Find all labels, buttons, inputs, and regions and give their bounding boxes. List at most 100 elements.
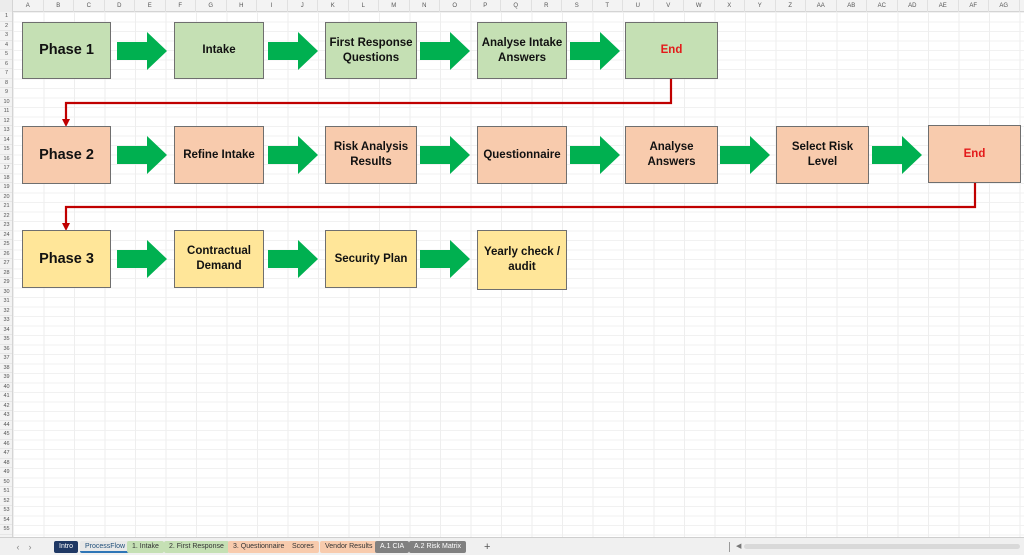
tab-processflow[interactable]: ProcessFlow bbox=[80, 541, 131, 553]
row-header-cell[interactable]: 47 bbox=[0, 449, 12, 459]
row-header-cell[interactable]: 41 bbox=[0, 392, 12, 402]
column-header-cell[interactable]: H bbox=[227, 0, 257, 12]
column-header-cell[interactable]: R bbox=[532, 0, 562, 12]
row-header-cell[interactable]: 12 bbox=[0, 117, 12, 126]
tab-scores[interactable]: Scores bbox=[287, 541, 319, 553]
row-header-cell[interactable]: 8 bbox=[0, 79, 12, 88]
row-header-cell[interactable]: 16 bbox=[0, 155, 12, 164]
row-header-cell[interactable]: 46 bbox=[0, 440, 12, 449]
row-header-cell[interactable]: 50 bbox=[0, 478, 12, 487]
row-header-cell[interactable]: 14 bbox=[0, 136, 12, 145]
row-header-cell[interactable]: 19 bbox=[0, 183, 12, 193]
row-header-cell[interactable]: 39 bbox=[0, 373, 12, 383]
row-header-cell[interactable]: 55 bbox=[0, 525, 12, 535]
column-header-cell[interactable]: Y bbox=[745, 0, 776, 12]
tab-intake[interactable]: 1. Intake bbox=[127, 541, 164, 553]
row-header-cell[interactable]: 27 bbox=[0, 259, 12, 269]
row-header-cell[interactable]: 26 bbox=[0, 250, 12, 259]
analyse-intake-answers-box[interactable]: Analyse Intake Answers bbox=[477, 22, 567, 79]
column-header-cell[interactable]: C bbox=[74, 0, 105, 12]
column-header-cell[interactable]: O bbox=[440, 0, 471, 12]
row-header-cell[interactable]: 15 bbox=[0, 145, 12, 155]
row-header-cell[interactable]: 20 bbox=[0, 193, 12, 202]
column-header-cell[interactable]: AC bbox=[867, 0, 898, 12]
tab-questionnaire[interactable]: 3. Questionnaire bbox=[228, 541, 290, 553]
column-header-cell[interactable]: E bbox=[135, 0, 166, 12]
row-header-cell[interactable]: 54 bbox=[0, 516, 12, 525]
row-header-cell[interactable]: 31 bbox=[0, 297, 12, 307]
prev-sheet-icon[interactable]: ‹ bbox=[16, 542, 20, 552]
row-header-cell[interactable]: 32 bbox=[0, 307, 12, 316]
phase2-box[interactable]: Phase 2 bbox=[22, 126, 111, 184]
row-header-cell[interactable]: 7 bbox=[0, 69, 12, 79]
intake-box[interactable]: Intake bbox=[174, 22, 264, 79]
column-header-cell[interactable]: V bbox=[654, 0, 684, 12]
column-header-cell[interactable]: B bbox=[44, 0, 74, 12]
row-header-cell[interactable]: 23 bbox=[0, 221, 12, 231]
column-header-cell[interactable]: Z bbox=[776, 0, 806, 12]
column-header-cell[interactable]: AH bbox=[1020, 0, 1024, 12]
column-header-cell[interactable]: M bbox=[379, 0, 410, 12]
row-header-cell[interactable]: 9 bbox=[0, 88, 12, 98]
security-plan-box[interactable]: Security Plan bbox=[325, 230, 417, 288]
row-header-cell[interactable]: 17 bbox=[0, 164, 12, 174]
tab-intro[interactable]: Intro bbox=[54, 541, 79, 553]
row-header-cell[interactable]: 24 bbox=[0, 231, 12, 240]
column-header-cell[interactable]: N bbox=[410, 0, 440, 12]
column-header-cell[interactable]: AB bbox=[837, 0, 867, 12]
row-header-cell[interactable]: 4 bbox=[0, 41, 12, 50]
row-header-cell[interactable]: 43 bbox=[0, 411, 12, 421]
column-header-cell[interactable]: F bbox=[166, 0, 196, 12]
column-header-cell[interactable]: X bbox=[715, 0, 745, 12]
row-header-cell[interactable]: 2 bbox=[0, 22, 12, 31]
column-header-cell[interactable]: A bbox=[13, 0, 44, 12]
column-header-cell[interactable]: AF bbox=[959, 0, 989, 12]
tab-first-response[interactable]: 2. First Response bbox=[164, 541, 229, 553]
row-header-cell[interactable]: 3 bbox=[0, 31, 12, 41]
column-header-cell[interactable]: D bbox=[105, 0, 135, 12]
column-header-cell[interactable]: K bbox=[318, 0, 349, 12]
row-header-cell[interactable]: 42 bbox=[0, 402, 12, 411]
row-header-cell[interactable]: 10 bbox=[0, 98, 12, 107]
column-header-cell[interactable]: AE bbox=[928, 0, 959, 12]
row-header-cell[interactable]: 18 bbox=[0, 174, 12, 183]
row-header-cell[interactable]: 37 bbox=[0, 354, 12, 364]
refine-intake-box[interactable]: Refine Intake bbox=[174, 126, 264, 184]
row-header-cell[interactable]: 29 bbox=[0, 278, 12, 288]
row-header-cell[interactable]: 44 bbox=[0, 421, 12, 430]
next-sheet-icon[interactable]: › bbox=[28, 542, 32, 552]
phase2-end-box[interactable]: End bbox=[928, 125, 1021, 183]
column-header-cell[interactable]: J bbox=[288, 0, 318, 12]
tab-scroll-divider[interactable] bbox=[729, 542, 730, 552]
row-header-cell[interactable]: 35 bbox=[0, 335, 12, 345]
phase3-box[interactable]: Phase 3 bbox=[22, 230, 111, 288]
row-header-cell[interactable]: 22 bbox=[0, 212, 12, 221]
row-header-cell[interactable]: 51 bbox=[0, 487, 12, 497]
column-header-cell[interactable]: Q bbox=[501, 0, 532, 12]
tab-vendor-results[interactable]: Vendor Results bbox=[320, 541, 378, 553]
column-header-cell[interactable]: S bbox=[562, 0, 593, 12]
column-header-cell[interactable]: G bbox=[196, 0, 227, 12]
row-header-cell[interactable]: 38 bbox=[0, 364, 12, 373]
row-header-cell[interactable]: 30 bbox=[0, 288, 12, 297]
yearly-check-audit-box[interactable]: Yearly check / audit bbox=[477, 230, 567, 290]
questionnaire-box[interactable]: Questionnaire bbox=[477, 126, 567, 184]
add-sheet-button[interactable]: + bbox=[484, 541, 491, 553]
column-header-cell[interactable]: AD bbox=[898, 0, 928, 12]
row-header-cell[interactable]: 36 bbox=[0, 345, 12, 354]
row-header-cell[interactable]: 11 bbox=[0, 107, 12, 117]
select-risk-level-box[interactable]: Select Risk Level bbox=[776, 126, 869, 184]
phase1-end-box[interactable]: End bbox=[625, 22, 718, 79]
column-header-cell[interactable]: U bbox=[623, 0, 654, 12]
row-header-cell[interactable]: 48 bbox=[0, 459, 12, 468]
first-response-questions-box[interactable]: First Response Questions bbox=[325, 22, 417, 79]
row-header-cell[interactable]: 13 bbox=[0, 126, 12, 136]
column-header-cell[interactable]: T bbox=[593, 0, 623, 12]
row-header-cell[interactable]: 28 bbox=[0, 269, 12, 278]
column-header-cell[interactable]: P bbox=[471, 0, 501, 12]
row-header-cell[interactable]: 6 bbox=[0, 60, 12, 69]
phase1-box[interactable]: Phase 1 bbox=[22, 22, 111, 79]
column-header-cell[interactable]: W bbox=[684, 0, 715, 12]
contractual-demand-box[interactable]: Contractual Demand bbox=[174, 230, 264, 288]
row-header-cell[interactable]: 34 bbox=[0, 326, 12, 335]
